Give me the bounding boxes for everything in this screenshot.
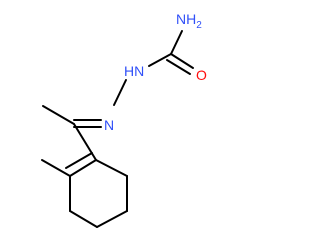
- bond-carbonyl-hn: [148, 53, 172, 67]
- carbonyl-o-label: O: [196, 67, 207, 83]
- bond-carbonyl-oxygen-2: [166, 59, 191, 75]
- bond-carbonyl-amine: [170, 30, 183, 55]
- bond-ring-c1-c2-double: [65, 152, 93, 169]
- bond-imine-methyl: [42, 105, 75, 125]
- bond-imine-ring: [73, 123, 97, 161]
- hydrazine-nh-label: HN: [124, 63, 144, 79]
- bond-carbonyl-oxygen-1: [170, 53, 194, 69]
- structure-canvas: NH2 HN N O: [41, 11, 207, 228]
- bond-ring-c4-c5: [96, 210, 128, 228]
- imine-n-label: N: [104, 117, 114, 133]
- molecule-diagram: NH2 HN N O: [41, 11, 207, 228]
- bond-hn-n: [113, 79, 127, 106]
- bond-ring-c1-c2: [69, 159, 97, 177]
- bond-ring-c3-c4: [69, 210, 98, 228]
- bond-ring-c6-c1: [95, 159, 128, 177]
- bond-group: [41, 30, 194, 228]
- atom-labels: NH2 HN N O: [104, 11, 207, 133]
- bond-ring-methyl: [41, 159, 71, 177]
- amine-label: NH2: [176, 11, 202, 31]
